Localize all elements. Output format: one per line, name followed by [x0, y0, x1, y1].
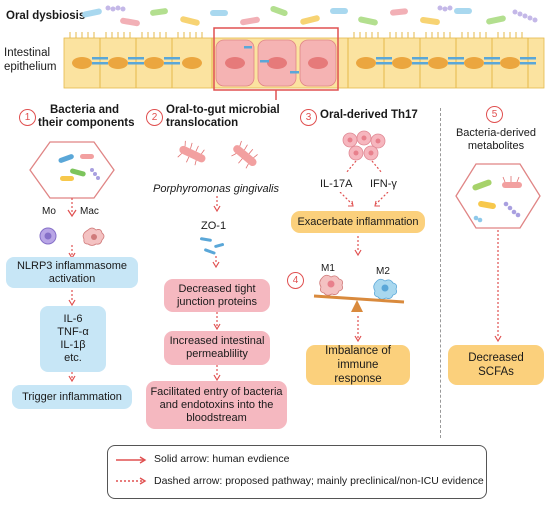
- decreased-tight-junction-box: Decreased tight junction proteins: [164, 279, 270, 312]
- legend-dashed-label: Dashed arrow: proposed pathway; mainly p…: [154, 475, 484, 487]
- panel2-title-line1: Oral-to-gut microbial: [166, 104, 280, 116]
- decreased-scfas-box: Decreased SCFAs: [448, 345, 544, 385]
- zo1-fragments: [199, 237, 225, 269]
- panel1-title-line1: Bacteria and: [50, 104, 120, 116]
- panel2-arrow-1: [213, 196, 221, 213]
- m2-label: M2: [376, 266, 390, 277]
- panel5-title-line2: metabolites: [467, 140, 525, 152]
- m1-label: M1: [321, 263, 335, 274]
- intestinal-label: Intestinal: [4, 47, 51, 59]
- il17a-label: IL-17A: [320, 178, 353, 190]
- legend-box: Solid arrow: human evdience Dashed arrow…: [107, 445, 487, 499]
- panel2-title-line2: translocation: [166, 117, 239, 129]
- mac-label: Mac: [80, 206, 99, 217]
- nlrp3-box: NLRP3 inflammasome activation: [6, 257, 138, 288]
- immune-balance-scale: [313, 274, 405, 312]
- panel4-number-badge: 4: [287, 272, 304, 289]
- cytokine-il1b: IL-1β: [60, 339, 86, 351]
- panel2-number-badge: 2: [146, 109, 163, 126]
- panel4-arrow-down: [354, 316, 362, 343]
- cytokines-box: IL-6 TNF-α IL-1β etc.: [40, 306, 106, 372]
- oral-dysbiosis-label: Oral dysbiosis: [6, 10, 86, 22]
- p-gingivalis-label: Porphyromonas gingivalis: [153, 183, 279, 195]
- zo1-label: ZO-1: [201, 220, 227, 232]
- panel5-illustration: [455, 163, 541, 343]
- exacerbate-inflammation-box: Exacerbate inflammation: [291, 211, 425, 233]
- legend-solid-label: Solid arrow: human evdience: [154, 453, 290, 465]
- panel2-arrow-3: [213, 365, 221, 382]
- cytokine-tnfa: TNF-α: [57, 326, 89, 338]
- panel3-number-badge: 3: [300, 109, 317, 126]
- panel2-arrow-2: [213, 312, 221, 331]
- imbalance-immune-box: Imbalance of immune response: [306, 345, 410, 385]
- floating-bacteria: [82, 5, 538, 27]
- panel5-title-line1: Bacteria-derived: [455, 127, 537, 139]
- cytokine-etc: etc.: [64, 352, 82, 364]
- epithelium-cells: [63, 27, 545, 100]
- trigger-inflammation-box: Trigger inflammation: [12, 385, 132, 409]
- increased-permeability-box: Increased intestinal permeablility: [164, 331, 270, 365]
- panel3-title: Oral-derived Th17: [320, 109, 418, 121]
- legend-arrows: [116, 456, 147, 485]
- th17-cells-illustration: [342, 130, 386, 174]
- cytokine-il6: IL-6: [63, 313, 83, 325]
- metabolite-hexagon: [455, 163, 541, 229]
- intestinal-epithelium-illustration: [63, 5, 545, 100]
- mo-label: Mo: [42, 206, 56, 217]
- panel1-number-badge: 1: [19, 109, 36, 126]
- panel-divider: [440, 108, 441, 438]
- panel5-number-badge: 5: [486, 106, 503, 123]
- panel1-illustration: [29, 141, 115, 246]
- panel1-title-line2: their components: [38, 117, 135, 129]
- p-gingivalis-illustration: [177, 140, 258, 169]
- ifng-label: IFN-γ: [370, 178, 397, 190]
- epithelium-label: epithelium: [4, 61, 57, 73]
- panel3-arrow-down: [354, 236, 362, 257]
- panel3-arrows: [339, 192, 389, 207]
- facilitated-entry-box: Facilitated entry of bacteria and endoto…: [146, 381, 287, 429]
